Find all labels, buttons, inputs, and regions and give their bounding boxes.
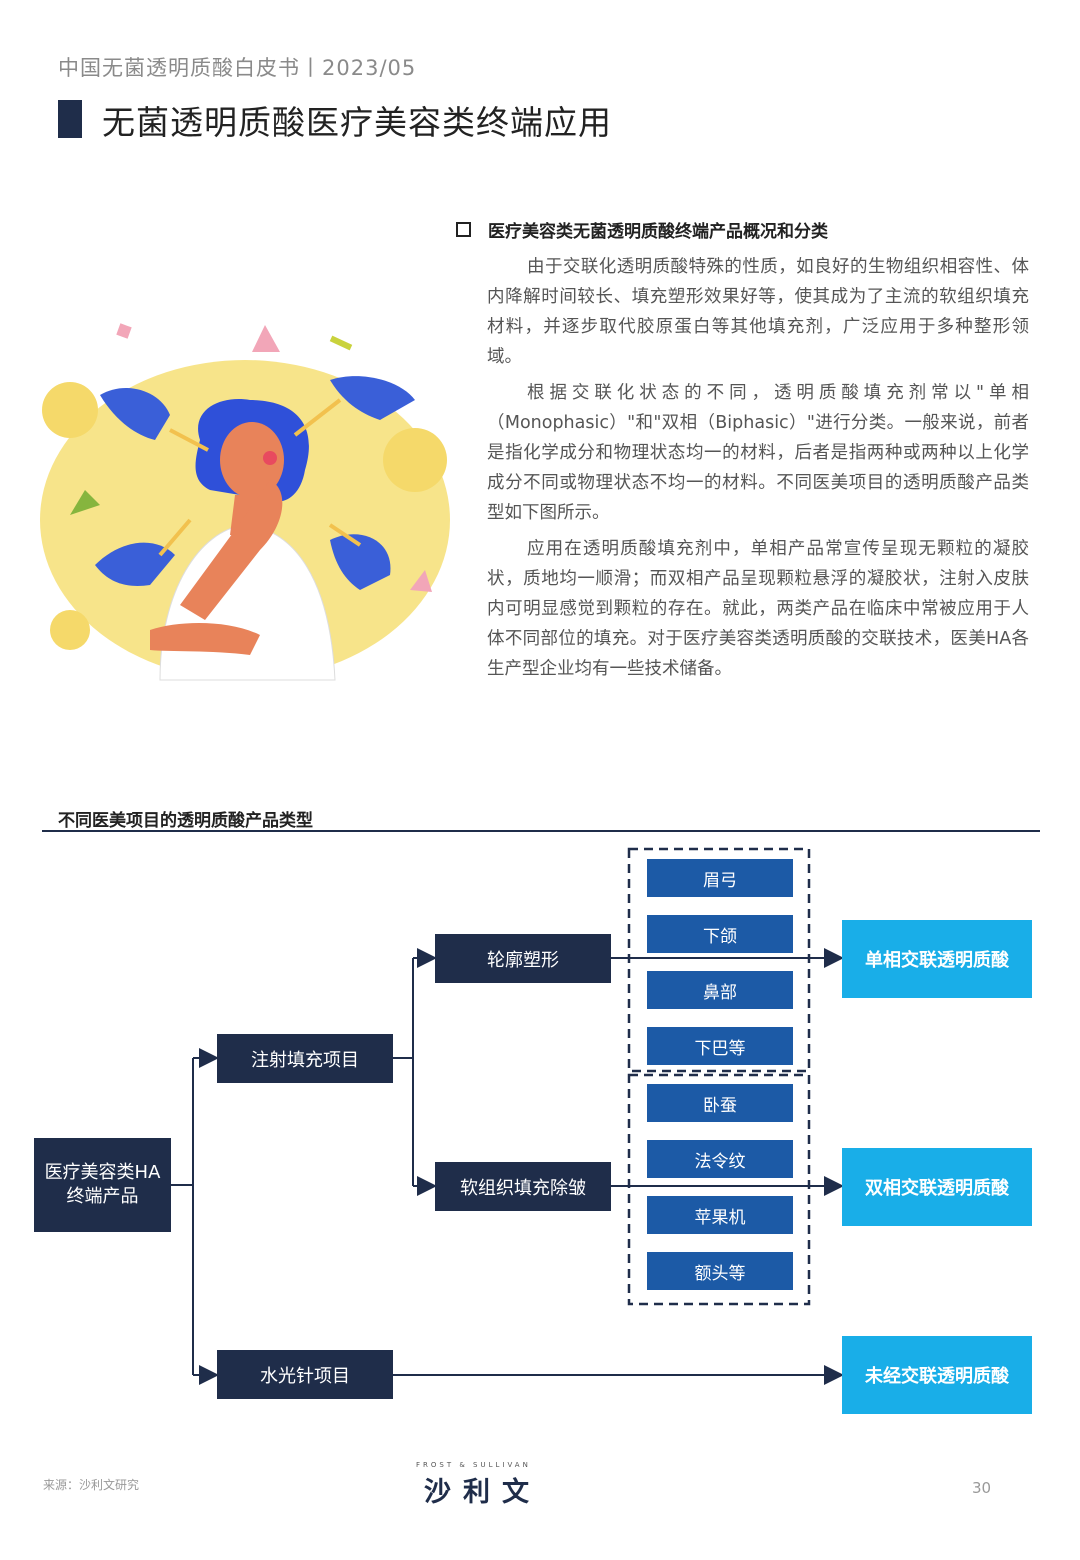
- logo-subtext: FROST & SULLIVAN: [416, 1461, 531, 1469]
- leaf-jaw: 下颌: [647, 915, 793, 953]
- section-heading: 医疗美容类无菌透明质酸终端产品概况和分类: [488, 222, 828, 242]
- node-soft-tissue-filling: 软组织填充除皱: [435, 1162, 611, 1211]
- diagram-connectors: [171, 847, 844, 1385]
- node-contour-shaping: 轮廓塑形: [435, 934, 611, 983]
- title-accent-bar: [58, 100, 82, 138]
- leaf-forehead: 额头等: [647, 1252, 793, 1290]
- diagram-divider: [42, 830, 1040, 832]
- page-title: 无菌透明质酸医疗美容类终端应用: [102, 103, 612, 142]
- leaf-apple-cheek: 苹果机: [647, 1196, 793, 1234]
- page-number: 30: [972, 1479, 992, 1497]
- woman-injection-illustration: [40, 323, 450, 681]
- result-non-crosslinked: 未经交联透明质酸: [842, 1336, 1032, 1414]
- result-monophasic: 单相交联透明质酸: [842, 920, 1032, 998]
- root-node-ha-products: 医疗美容类HA终端产品: [34, 1138, 171, 1232]
- result-biphasic: 双相交联透明质酸: [842, 1148, 1032, 1226]
- leaf-chin: 下巴等: [647, 1027, 793, 1065]
- paragraph-2: 根据交联化状态的不同，透明质酸填充剂常以"单相（Monophasic）"和"双相…: [487, 383, 1029, 523]
- leaf-brow-bone: 眉弓: [647, 859, 793, 897]
- paragraph-1: 由于交联化透明质酸特殊的性质，如良好的生物组织相容性、体内降解时间较长、填充塑形…: [487, 257, 1029, 367]
- leaf-nasolabial: 法令纹: [647, 1140, 793, 1178]
- node-water-light-needle: 水光针项目: [217, 1350, 393, 1399]
- diagram-title: 不同医美项目的透明质酸产品类型: [58, 811, 313, 831]
- leaf-nose: 鼻部: [647, 971, 793, 1009]
- report-header: 中国无菌透明质酸白皮书丨2023/05: [58, 56, 417, 80]
- leaf-under-eye: 卧蚕: [647, 1084, 793, 1122]
- node-injection-filling: 注射填充项目: [217, 1034, 393, 1083]
- paragraph-3: 应用在透明质酸填充剂中，单相产品常宣传呈现无颗粒的凝胶状，质地均一顺滑；而双相产…: [487, 539, 1029, 679]
- source-note: 来源：沙利文研究: [43, 1478, 140, 1492]
- checkbox-bullet-icon: [456, 222, 471, 237]
- logo: 沙利文: [424, 1477, 541, 1508]
